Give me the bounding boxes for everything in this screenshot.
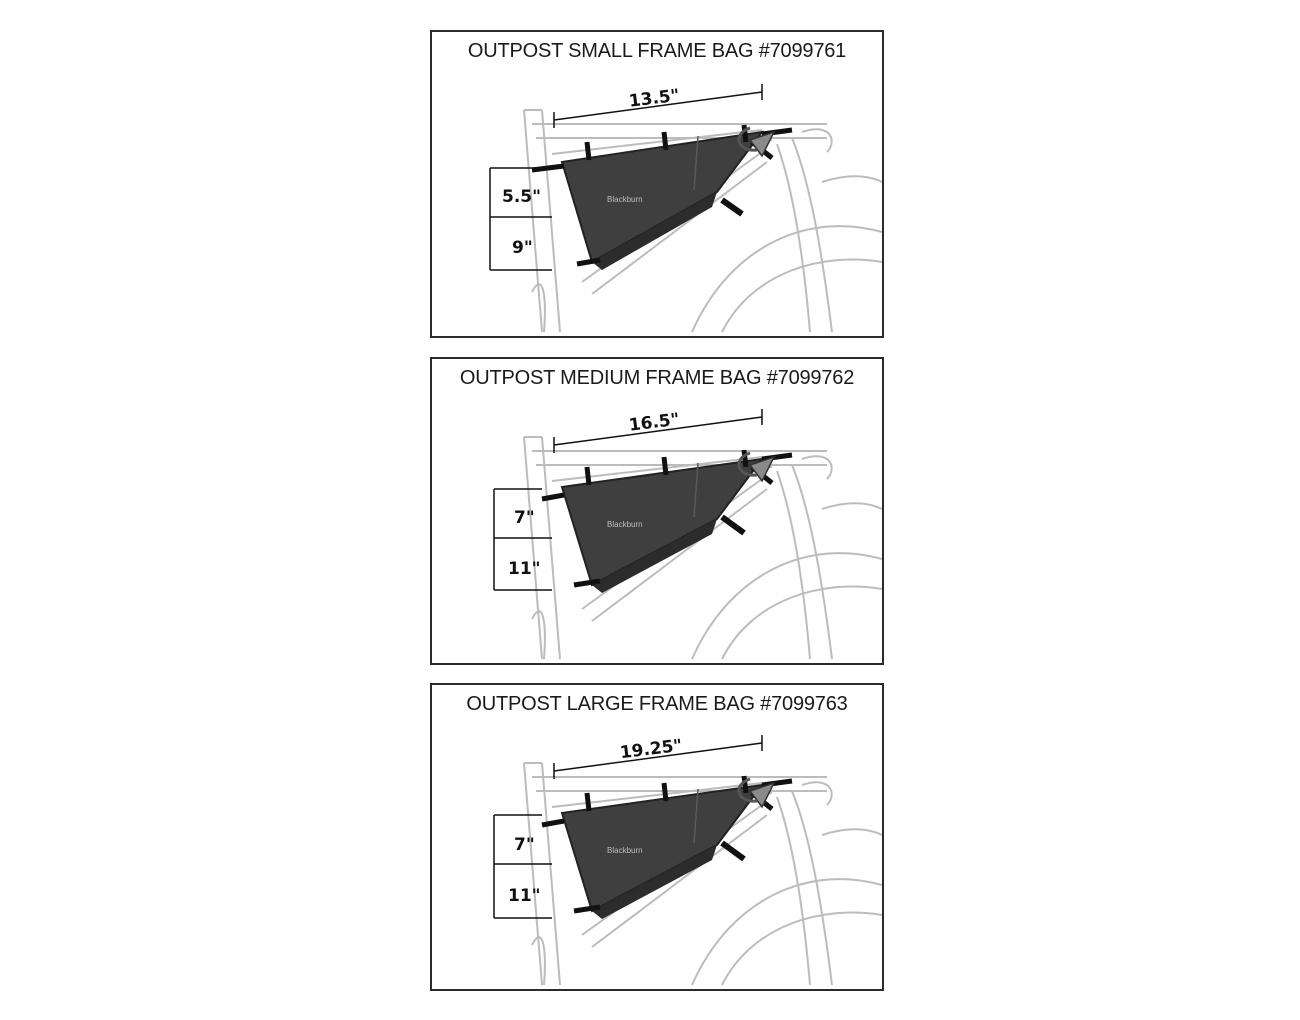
bike-frame-illustration: Blackburn 13.5" 5.5" 9" xyxy=(489,84,882,333)
upper-height-label: 7" xyxy=(514,835,535,855)
lower-height-label: 9" xyxy=(512,238,533,258)
height-dimension: 7" 11" xyxy=(493,488,552,591)
frame-bag-panel-small: OUTPOST SMALL FRAME BAG #7099761 Blackbu… xyxy=(430,30,884,338)
length-dimension: 19.25" xyxy=(553,735,763,779)
frame-bag-panel-medium: OUTPOST MEDIUM FRAME BAG #7099762 Blackb… xyxy=(430,357,884,665)
bag-logo: Blackburn xyxy=(607,520,643,529)
frame-bag-panel-large: OUTPOST LARGE FRAME BAG #7099763 Blackbu… xyxy=(430,683,884,991)
panel-title: OUTPOST LARGE FRAME BAG #7099763 xyxy=(466,693,848,715)
upper-height-label: 5.5" xyxy=(502,187,541,207)
bike-frame-illustration: Blackburn 16.5" 7" 11" xyxy=(493,409,882,660)
bag-logo: Blackburn xyxy=(607,195,643,204)
bag-logo: Blackburn xyxy=(607,846,643,855)
panel-title: OUTPOST SMALL FRAME BAG #7099761 xyxy=(467,40,847,62)
upper-height-label: 7" xyxy=(514,508,535,528)
height-dimension: 7" 11" xyxy=(493,814,552,919)
length-label: 19.25" xyxy=(619,736,684,763)
panel-title: OUTPOST MEDIUM FRAME BAG #7099762 xyxy=(459,367,855,389)
frame-bag: Blackburn xyxy=(541,775,793,919)
length-dimension: 16.5" xyxy=(553,409,763,453)
lower-height-label: 11" xyxy=(508,886,541,906)
frame-bag: Blackburn xyxy=(531,124,793,270)
frame-bag: Blackburn xyxy=(541,449,793,593)
length-label: 13.5" xyxy=(628,86,681,112)
length-label: 16.5" xyxy=(628,410,681,436)
bike-frame-illustration: Blackburn 19.25" 7" 11" xyxy=(493,735,882,986)
bike-frame-lines xyxy=(523,436,882,660)
length-dimension: 13.5" xyxy=(553,84,763,128)
lower-height-label: 11" xyxy=(508,559,541,579)
height-dimension: 5.5" 9" xyxy=(489,167,552,271)
